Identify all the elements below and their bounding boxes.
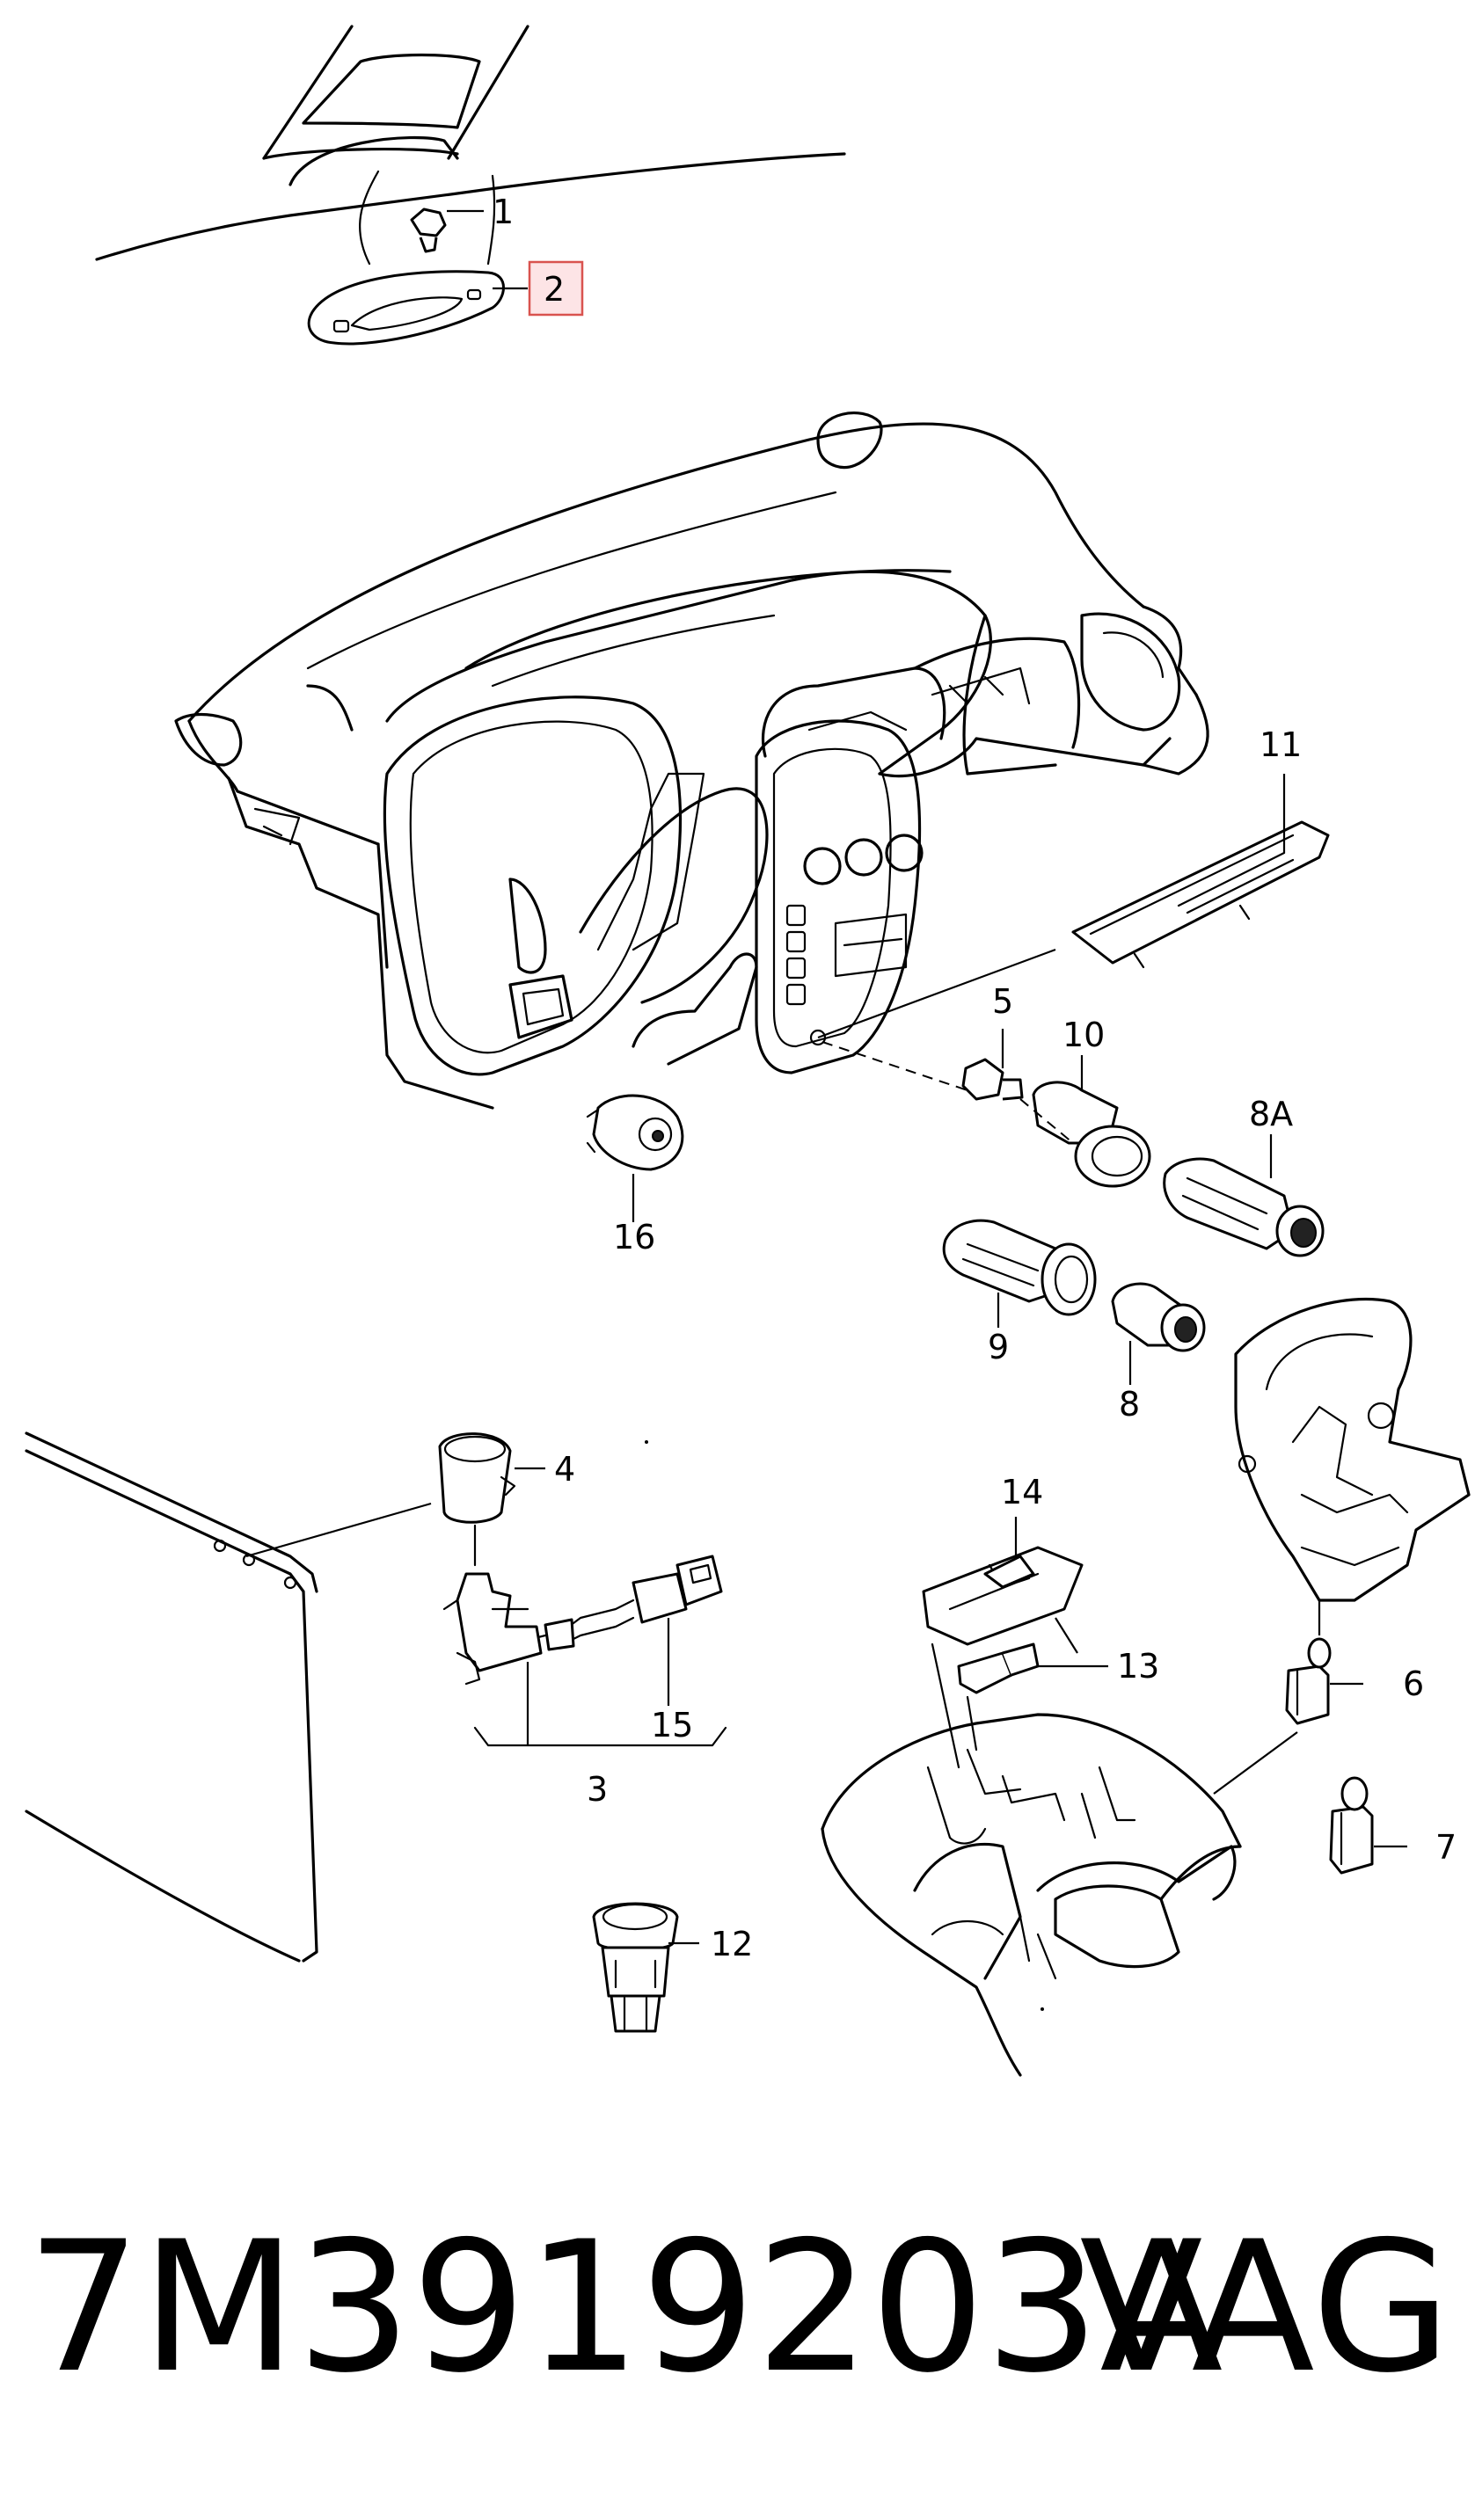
part-16-switch (586, 1094, 684, 1222)
part-11-trim-strip (817, 774, 1330, 1039)
dashboard-drawing (174, 412, 1209, 1110)
callout-6: 6 (1403, 1664, 1424, 1703)
door-panel-drawing (25, 1431, 432, 1963)
speck (1041, 2007, 1044, 2011)
part-1-clip (410, 208, 447, 253)
callout-3: 3 (587, 1770, 608, 1809)
callout-13: 13 (1117, 1647, 1159, 1686)
footer-part-number: 7M3919203A VAG (26, 2216, 1451, 2400)
callout-1: 1 (493, 193, 514, 231)
callout-12: 12 (711, 1925, 753, 1963)
callout-14: 14 (1001, 1473, 1043, 1511)
callout-15: 15 (651, 1706, 693, 1744)
callout-2: 2 (544, 270, 565, 309)
callout-2-highlight (528, 260, 584, 317)
callout-8: 8 (1119, 1385, 1140, 1424)
callout-10: 10 (1062, 1016, 1105, 1054)
callout-16: 16 (613, 1218, 655, 1256)
roof-console-drawing (95, 25, 846, 346)
parts-switch-wiring (438, 1432, 727, 1747)
part-number: 7M3919203A (26, 2203, 1223, 2413)
callout-4: 4 (554, 1450, 575, 1489)
parts-socket-group (821, 1029, 1325, 1385)
speck (645, 1440, 648, 1444)
brand-name: VAG (1079, 2203, 1451, 2413)
callout-7: 7 (1435, 1828, 1457, 1867)
part-12-switch (592, 1902, 699, 2033)
rear-console-drawing (1213, 1298, 1471, 1875)
callout-8a: 8A (1249, 1095, 1293, 1133)
callout-9: 9 (988, 1328, 1009, 1366)
callout-labels: 1 2 11 5 10 8A 16 9 8 4 14 13 6 15 3 7 1… (447, 193, 1457, 1963)
part-2-interior-light (307, 270, 505, 346)
center-console-drawing (821, 1517, 1242, 2077)
callout-5: 5 (992, 982, 1013, 1021)
callout-11: 11 (1260, 725, 1302, 764)
